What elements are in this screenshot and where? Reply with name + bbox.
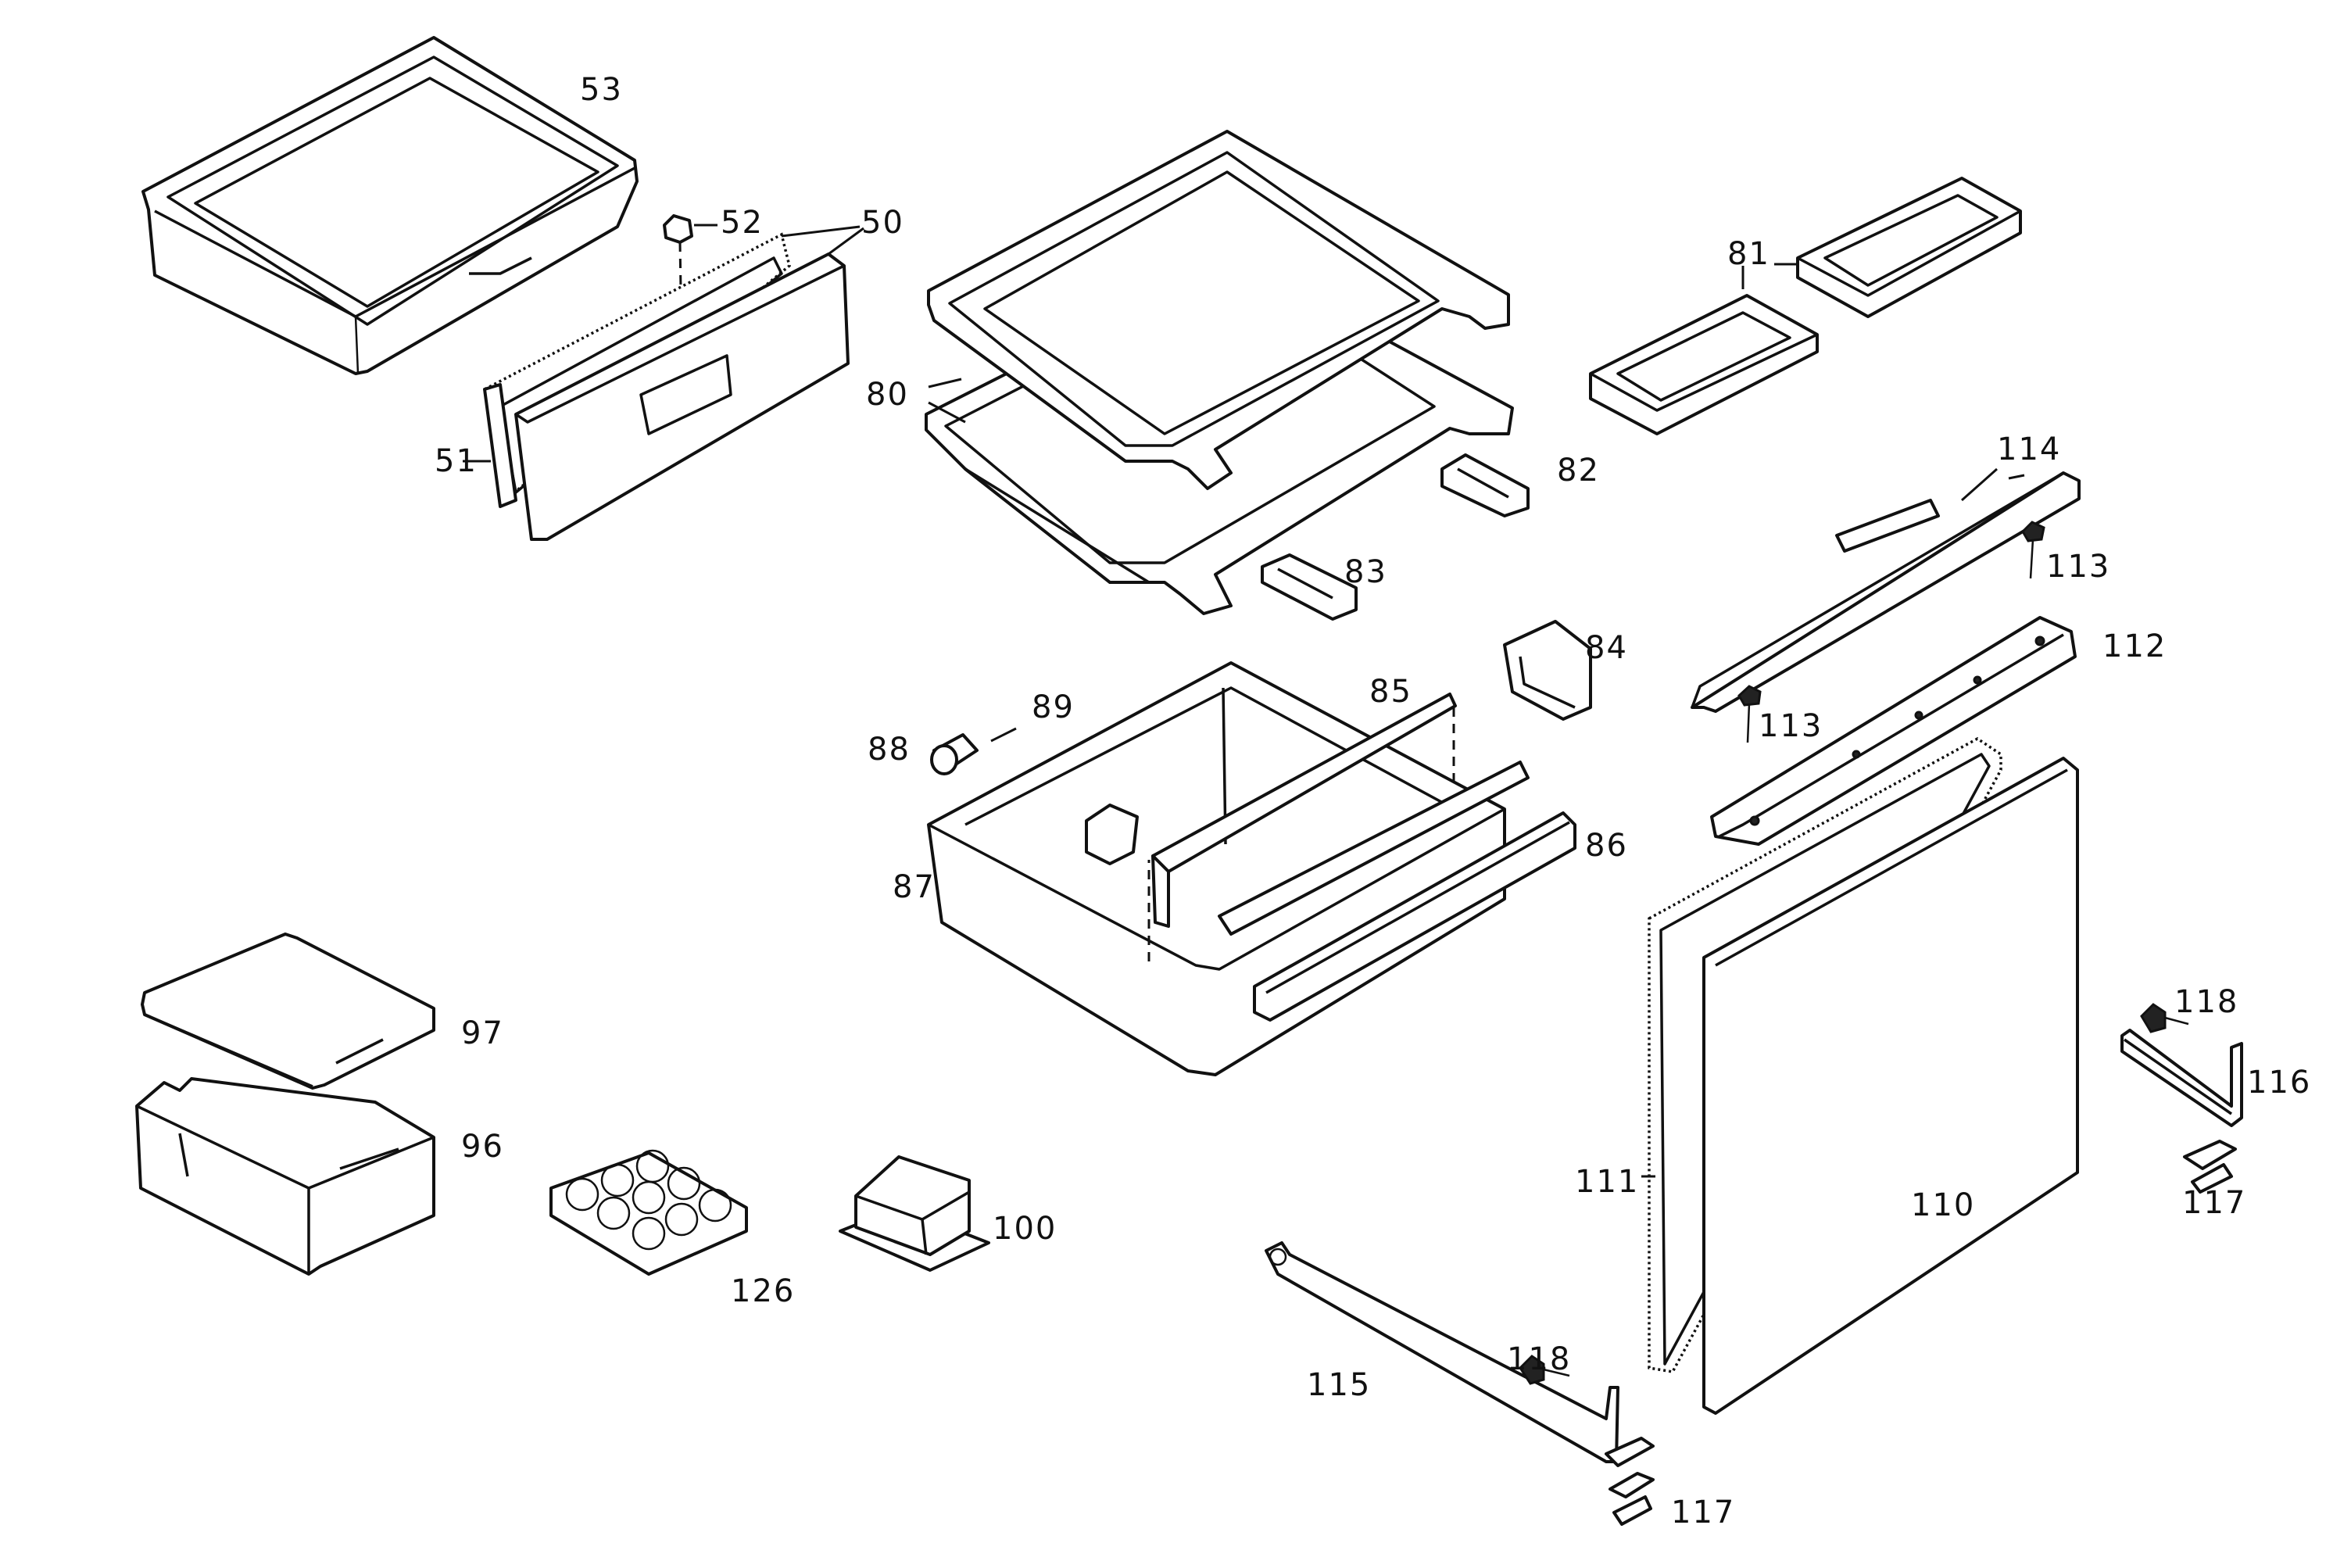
part-53-crisper-tray xyxy=(141,36,639,375)
label-51: 51 xyxy=(435,443,478,479)
part-110-door-panel xyxy=(1702,757,2079,1415)
label-53: 53 xyxy=(580,72,623,108)
label-117-right: 117 xyxy=(2182,1185,2246,1221)
label-86: 86 xyxy=(1585,828,1628,864)
part-89-pin xyxy=(990,727,1017,743)
part-83-clip xyxy=(1261,553,1358,621)
part-80-shelves xyxy=(925,130,1514,615)
part-126-egg-tray xyxy=(549,1149,748,1276)
label-52: 52 xyxy=(721,205,764,241)
part-86-front-rail xyxy=(1218,761,1576,1022)
label-85: 85 xyxy=(1369,674,1412,710)
label-117-bottom: 117 xyxy=(1671,1495,1735,1530)
label-82: 82 xyxy=(1557,453,1600,489)
part-117-plate-bottom xyxy=(1609,1472,1655,1526)
label-89: 89 xyxy=(1032,689,1075,725)
part-50-drawer-front xyxy=(463,225,864,541)
part-87-main-bin xyxy=(927,661,1506,1076)
label-50: 50 xyxy=(861,205,904,241)
part-114-trim-strip xyxy=(1691,467,2081,713)
label-84: 84 xyxy=(1585,630,1628,666)
label-118-bottom: 118 xyxy=(1507,1341,1571,1377)
label-111: 111 xyxy=(1575,1164,1639,1200)
part-118-screw-right xyxy=(2140,1003,2189,1033)
part-88-roller xyxy=(930,733,979,775)
part-52-clip xyxy=(663,214,717,337)
part-96-box xyxy=(135,1077,435,1276)
part-97-lid xyxy=(141,933,435,1090)
label-97: 97 xyxy=(461,1015,504,1051)
label-113-top: 113 xyxy=(2046,549,2110,585)
part-113-screw-bottom xyxy=(1737,685,1762,743)
part-112-hinge-bar xyxy=(1710,616,2077,846)
label-115: 115 xyxy=(1307,1367,1371,1403)
part-100-butter-dish xyxy=(839,1155,990,1272)
part-113-screw-top xyxy=(2021,521,2045,579)
label-100: 100 xyxy=(993,1211,1057,1247)
label-112: 112 xyxy=(2102,628,2167,664)
label-114: 114 xyxy=(1997,431,2061,467)
label-96: 96 xyxy=(461,1129,504,1165)
label-118-right: 118 xyxy=(2174,984,2238,1020)
label-87: 87 xyxy=(893,869,936,905)
label-116: 116 xyxy=(2247,1065,2311,1101)
part-117-plate-right xyxy=(2183,1140,2237,1194)
part-115-bottom-rail xyxy=(1265,1241,1655,1467)
label-81: 81 xyxy=(1727,236,1770,272)
part-82-clip xyxy=(1440,453,1530,517)
part-81-small-trays xyxy=(1589,177,2022,435)
part-116-side-bracket xyxy=(2120,1029,2243,1127)
label-83: 83 xyxy=(1344,554,1387,590)
label-113-bottom: 113 xyxy=(1759,708,1823,744)
label-80: 80 xyxy=(866,377,909,413)
label-110: 110 xyxy=(1911,1187,1975,1223)
label-126: 126 xyxy=(731,1273,795,1309)
part-118-screw-bottom xyxy=(1519,1355,1570,1385)
part-84-bracket xyxy=(1503,620,1592,721)
label-88: 88 xyxy=(868,732,911,768)
